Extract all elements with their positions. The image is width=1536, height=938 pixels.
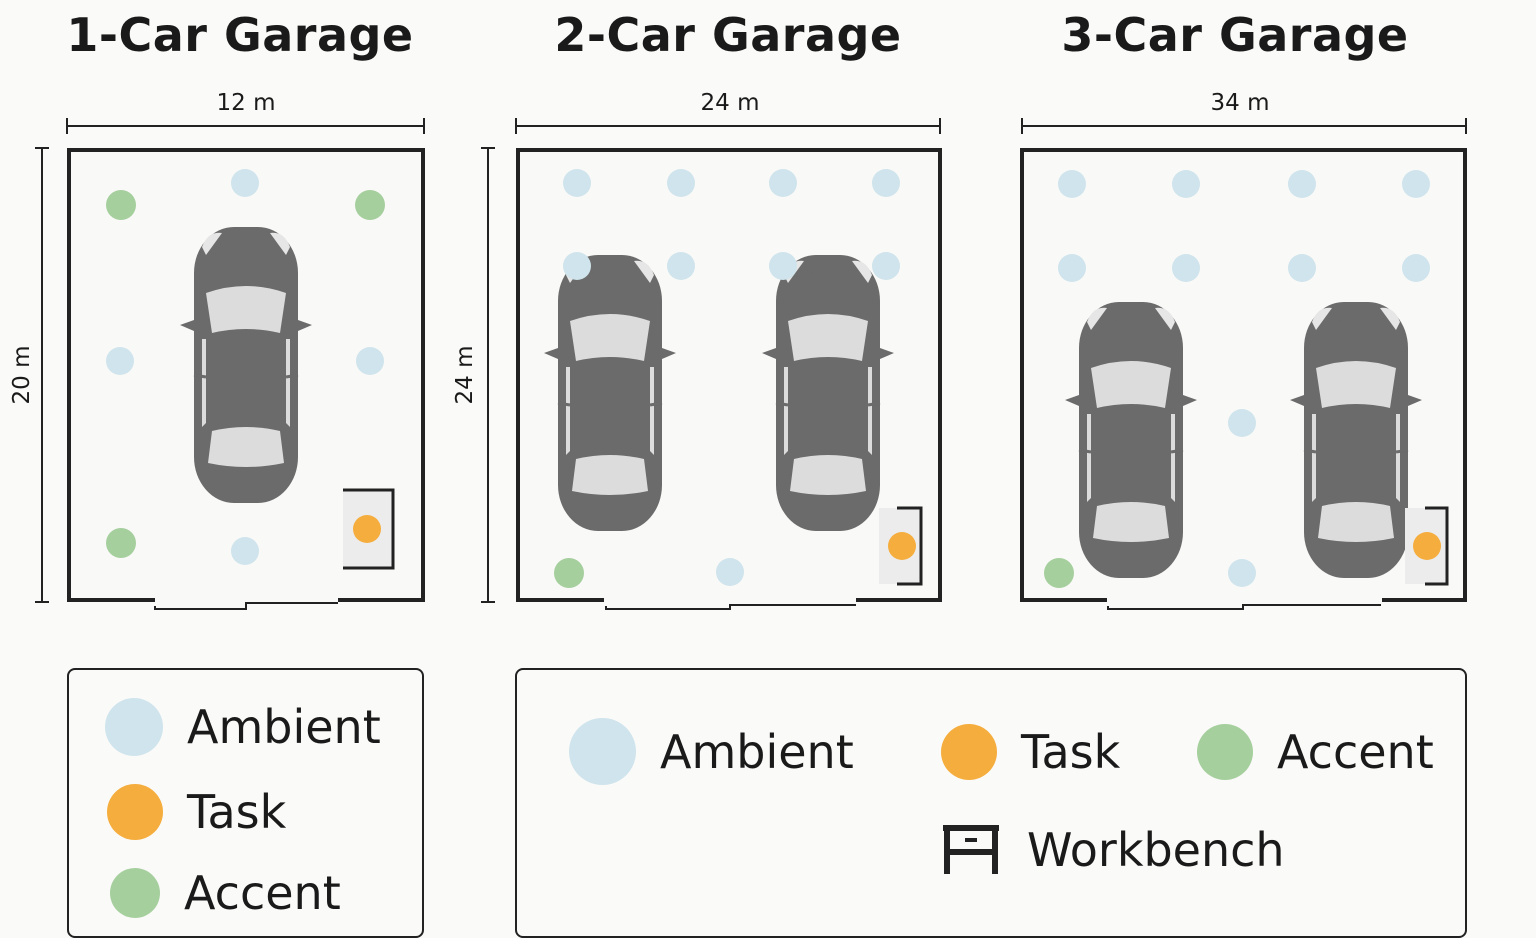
garage-3-door	[1107, 604, 1381, 610]
ambient-light	[716, 558, 744, 586]
ambient-light	[667, 169, 695, 197]
legend-label: Accent	[184, 866, 341, 920]
ambient-light	[563, 169, 591, 197]
legend-label: Task	[187, 785, 287, 839]
garage-3-walls	[1020, 148, 1467, 602]
garage-2-plan	[516, 148, 942, 610]
ambient-light	[1172, 170, 1200, 198]
legend-label: Workbench	[1027, 823, 1285, 877]
garage-2-width-label: 24 m	[700, 90, 760, 116]
garage-3-width-label: 34 m	[1210, 90, 1270, 116]
garage-3-car-right	[1288, 300, 1424, 580]
garage-2-door	[605, 604, 856, 610]
legend-label: Ambient	[187, 700, 381, 754]
ambient-light	[563, 252, 591, 280]
accent-light	[106, 190, 136, 220]
ambient-swatch	[105, 698, 163, 756]
task-light	[888, 532, 916, 560]
legend-item-task: Task	[107, 784, 286, 840]
ambient-light	[1172, 254, 1200, 282]
ambient-light	[872, 252, 900, 280]
ambient-light	[872, 169, 900, 197]
ambient-light	[231, 169, 259, 197]
legend-item-ambient: Ambient	[105, 698, 381, 756]
garage-2-car-left	[542, 253, 678, 533]
garage-2-walls	[516, 148, 942, 602]
ambient-light	[1288, 254, 1316, 282]
dimension-lines	[35, 118, 1467, 603]
garage-1-title: 1-Car Garage	[66, 8, 414, 62]
legend-item-task: Task	[941, 724, 1120, 780]
ambient-light	[667, 252, 695, 280]
legend-label: Task	[1021, 725, 1121, 779]
legend-large: Ambient Task Accent Workbench	[515, 668, 1467, 938]
workbench-icon	[943, 825, 999, 874]
legend-label: Ambient	[660, 724, 854, 779]
garage-3-title: 3-Car Garage	[1061, 8, 1409, 62]
ambient-light	[1402, 254, 1430, 282]
task-light	[1413, 532, 1441, 560]
garage-2-car-right	[760, 253, 896, 533]
ambient-light	[1228, 409, 1256, 437]
garage-3-plan	[1020, 148, 1467, 610]
task-swatch	[941, 724, 997, 780]
ambient-light	[1288, 170, 1316, 198]
ambient-light	[1228, 559, 1256, 587]
ambient-swatch	[569, 718, 636, 785]
garage-1-width-label: 12 m	[216, 90, 276, 116]
garage-1-car	[178, 225, 314, 505]
legend-item-ambient: Ambient	[569, 718, 854, 785]
legend-item-workbench: Workbench	[939, 822, 1285, 878]
legend-small: Ambient Task Accent	[67, 668, 424, 938]
task-swatch	[107, 784, 163, 840]
legend-item-accent: Accent	[1197, 724, 1434, 780]
accent-light	[554, 558, 584, 588]
accent-swatch	[1197, 724, 1253, 780]
garage-1-walls	[67, 148, 425, 602]
ambient-light	[231, 537, 259, 565]
ambient-light	[1402, 170, 1430, 198]
ambient-light	[356, 347, 384, 375]
ambient-light	[106, 347, 134, 375]
ambient-light	[769, 169, 797, 197]
legend-label: Accent	[1277, 725, 1434, 779]
garage-1-door	[154, 602, 338, 610]
garage-1-plan	[67, 148, 425, 610]
garage-2-title: 2-Car Garage	[554, 8, 902, 62]
task-light	[353, 515, 381, 543]
accent-swatch	[110, 868, 160, 918]
accent-light	[106, 528, 136, 558]
ambient-light	[1058, 254, 1086, 282]
garage-3-car-left	[1063, 300, 1199, 580]
legend-item-accent: Accent	[110, 866, 341, 920]
accent-light	[355, 190, 385, 220]
accent-light	[1044, 558, 1074, 588]
ambient-light	[1058, 170, 1086, 198]
ambient-light	[769, 252, 797, 280]
